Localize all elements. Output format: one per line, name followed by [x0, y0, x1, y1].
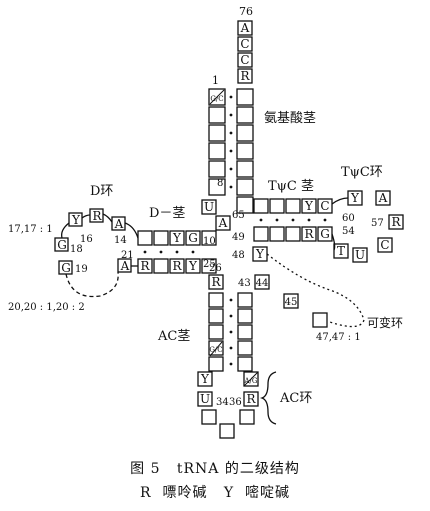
base-dstem-R2: R [172, 259, 182, 273]
ac-box-44 [254, 274, 270, 290]
label-d-loop: D环 [90, 184, 113, 199]
label-60: 60 [342, 213, 355, 224]
label-47-47-1: 47,47 : 1 [316, 332, 361, 343]
label-14: 14 [114, 235, 127, 246]
acceptor-box-R [237, 68, 253, 84]
label-acceptor-stem: 氨基酸茎 [264, 111, 316, 126]
label-65: 65 [232, 210, 245, 221]
figure-caption-title: 图 5 tRNA 的二级结构 [130, 461, 300, 477]
t-stem-top [253, 198, 333, 214]
var-box-45 [283, 293, 299, 309]
base-ac-GC: G/C [209, 346, 222, 354]
label-18: 18 [70, 244, 83, 255]
label-26: 26 [209, 263, 222, 274]
d-loop-link-a [81, 214, 91, 219]
base-dstem-Y2: Y [188, 259, 198, 273]
acceptor-box-A [237, 20, 253, 36]
label-21: 21 [121, 250, 134, 261]
acceptor-stem-left [208, 88, 226, 196]
t-loop-bases [333, 190, 404, 263]
base-acc-C1: C [240, 37, 249, 51]
label-t-loop: TψC环 [341, 165, 383, 180]
figure-caption-legend: R 嘌呤碱 Y 嘧啶碱 [140, 485, 290, 501]
d-box-U [201, 199, 217, 215]
base-acc-C2: C [240, 53, 249, 67]
base-dstem-A21: A [120, 259, 130, 273]
base-d-A14: A [114, 217, 124, 231]
base-dstem-R1: R [140, 259, 150, 273]
d-loop-variable-dash [65, 271, 119, 298]
base-tl-T: T [337, 244, 345, 258]
label-48: 48 [232, 250, 245, 261]
base-t-Y48: Y [255, 247, 265, 261]
label-t-stem: TψC 茎 [268, 179, 314, 194]
acceptor-box-C2 [237, 52, 253, 68]
base-tl-R: R [391, 215, 401, 229]
label-1: 1 [212, 74, 219, 87]
label-57: 57 [371, 218, 384, 229]
base-ac-45: 45 [285, 297, 298, 308]
var-box-47 [312, 312, 328, 328]
base-tl-C: C [380, 238, 389, 252]
label-54: 54 [342, 226, 355, 237]
acceptor-stem-right [236, 88, 254, 214]
t-loop-link-b [331, 233, 336, 251]
label-49: 49 [232, 232, 245, 243]
label-8: 8 [217, 178, 223, 189]
ac-loop-brace [259, 371, 277, 425]
base-pair-gc-top: G/C [210, 95, 223, 103]
label-ac-stem: AC茎 [157, 329, 190, 344]
base-tl-U: U [355, 248, 365, 262]
label-36: 36 [229, 397, 242, 408]
base-ac-44: 44 [256, 278, 269, 289]
ac-stem-left [208, 292, 224, 372]
base-t-G: G [320, 227, 330, 241]
ac-loop-bases [197, 371, 259, 439]
ac-stem-right [237, 292, 253, 372]
base-tl-Y: Y [350, 191, 360, 205]
base-d-A: A [218, 216, 228, 230]
base-ac-AG: A/G [243, 377, 257, 385]
label-20-20-1-20-2: 20,20 : 1,20 : 2 [8, 302, 85, 313]
base-d-G19: G [61, 261, 71, 275]
base-ac-R36: R [246, 392, 256, 406]
label-10: 10 [203, 236, 216, 247]
d-loop-link-c [61, 222, 70, 239]
acceptor-box-C1 [237, 36, 253, 52]
d-loop-link-b [102, 213, 113, 223]
base-d-R: R [92, 209, 102, 223]
base-d-U: U [204, 200, 214, 214]
label-d-stem: D－茎 [149, 206, 185, 221]
base-t-R: R [304, 227, 314, 241]
base-pair-dots [143, 95, 327, 366]
ac-box-R26 [208, 274, 224, 290]
label-19: 19 [75, 264, 88, 275]
base-ac-Y: Y [200, 372, 210, 386]
base-t-C: C [320, 199, 329, 213]
t-loop-link-a [331, 197, 349, 205]
base-acc-R: R [240, 69, 250, 83]
base-dstem-Y: Y [172, 231, 182, 245]
base-tl-A: A [378, 191, 388, 205]
base-d-G18: G [57, 238, 67, 252]
label-25: 25 [203, 259, 216, 270]
base-ac-U: U [200, 392, 210, 406]
label-ac-loop: AC环 [279, 391, 312, 406]
pair-slashes [209, 89, 259, 387]
base-dstem-G: G [188, 231, 198, 245]
label-16: 16 [80, 234, 93, 245]
label-43: 43 [238, 278, 251, 289]
base-d-Y: Y [71, 213, 81, 227]
variable-loop-path [266, 253, 365, 328]
label-variable-loop: 可变环 [367, 315, 403, 330]
d-box-A [215, 215, 231, 231]
base-ac-R26: R [211, 275, 221, 289]
label-76: 76 [239, 5, 253, 18]
base-acc-A: A [240, 21, 250, 35]
label-34: 34 [216, 397, 229, 408]
base-t-Y: Y [304, 199, 314, 213]
d-loop-link-top [124, 222, 139, 239]
label-17-17-1: 17,17 : 1 [8, 224, 53, 235]
